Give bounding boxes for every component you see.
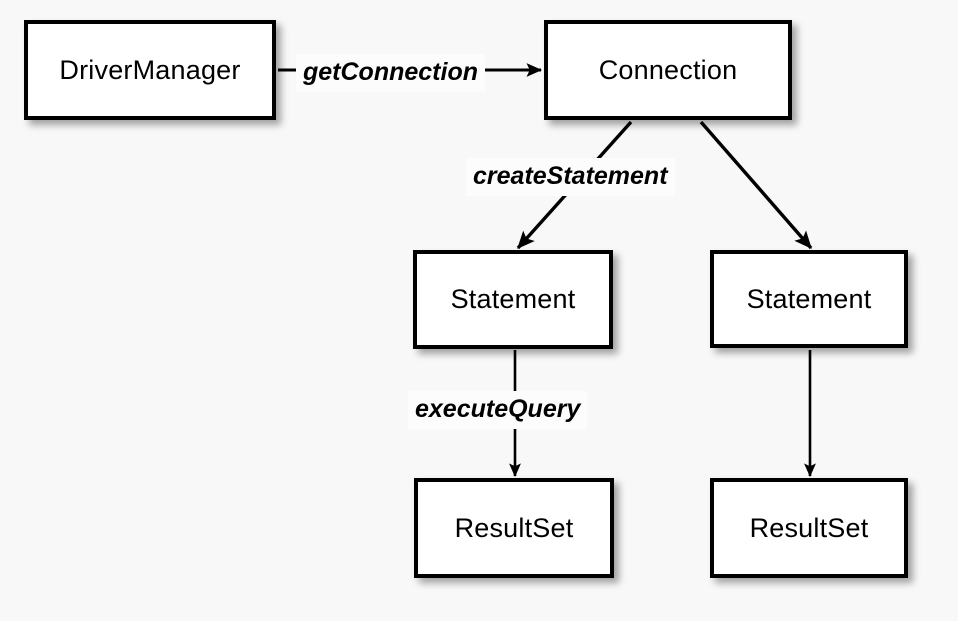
edge-connection-statement-right bbox=[699, 120, 813, 250]
node-label-drivermanager: DriverManager bbox=[59, 54, 241, 85]
node-label-statement-left: Statement bbox=[450, 284, 576, 314]
node-resultset-left[interactable]: ResultSet bbox=[414, 478, 614, 578]
node-resultset-right[interactable]: ResultSet bbox=[710, 478, 908, 578]
node-label-statement-right: Statement bbox=[746, 283, 872, 314]
edge-label-createstatement: createStatement bbox=[466, 158, 675, 196]
edge-label-executequery: executeQuery bbox=[408, 391, 588, 429]
node-statement-left[interactable]: Statement bbox=[413, 250, 613, 349]
node-connection[interactable]: Connection bbox=[544, 20, 792, 120]
node-label-resultset-right: ResultSet bbox=[749, 512, 869, 543]
edge-label-getconnection: getConnection bbox=[296, 54, 485, 92]
node-statement-right[interactable]: Statement bbox=[710, 250, 908, 348]
node-label-connection: Connection bbox=[598, 54, 738, 85]
node-drivermanager[interactable]: DriverManager bbox=[24, 20, 276, 120]
node-label-resultset-left: ResultSet bbox=[454, 512, 574, 543]
